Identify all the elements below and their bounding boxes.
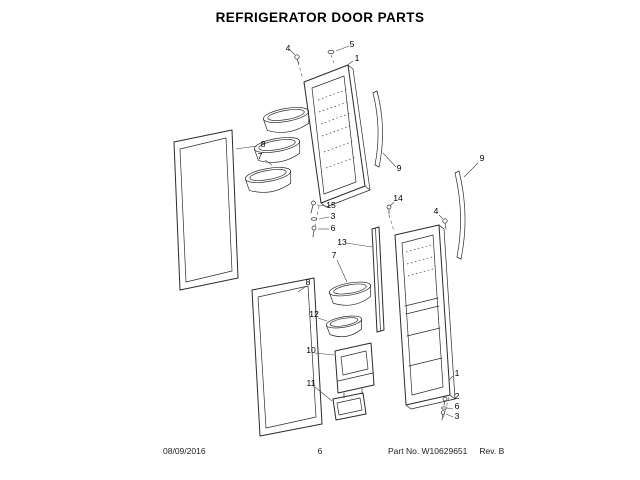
callout-label: 9 (480, 153, 485, 163)
mullion-strip (371, 226, 385, 333)
callout-label: 6 (455, 401, 460, 411)
callouts: 4 5 1 9 8 7 15 3 6 14 9 4 13 7 8 12 10 1… (258, 39, 485, 421)
callout-label: 8 (261, 139, 266, 149)
callout-label: 12 (309, 309, 319, 319)
callout-label: 4 (434, 206, 439, 216)
callout-label: 4 (286, 43, 291, 53)
hinge-fasteners-center (310, 200, 320, 238)
footer-part-info: Part No. W10629651 Rev. B (388, 446, 504, 456)
door-trim-right (454, 170, 466, 260)
leader-lines (235, 45, 479, 418)
door-right-bottom-fasteners (440, 396, 450, 421)
callout-label: 5 (350, 39, 355, 49)
callout-label: 15 (326, 200, 336, 210)
tray-part (332, 392, 367, 421)
callout-label: 9 (397, 163, 402, 173)
door-bins-right (325, 281, 372, 338)
callout-label: 7 (332, 250, 337, 260)
page-title: REFRIGERATOR DOOR PARTS (215, 10, 425, 25)
door-trim-left (372, 90, 383, 168)
refrigerator-door-left (303, 64, 371, 208)
footer-revision: Rev. B (479, 446, 505, 456)
footer: 08/09/2016 6 Part No. W10629651 Rev. B (0, 446, 640, 458)
callout-label: 3 (331, 211, 336, 221)
footer-part-number: Part No. W10629651 (388, 446, 468, 456)
door-gasket-left (173, 129, 239, 291)
bracket-frame (334, 342, 375, 399)
footer-page-number: 6 (317, 446, 323, 456)
callout-label: 7 (258, 151, 263, 161)
refrigerator-door-right (394, 224, 456, 410)
door-left-top-fasteners (294, 50, 335, 80)
door-right-top-screw (442, 218, 448, 230)
callout-label: 11 (307, 378, 316, 388)
callout-label: 6 (331, 223, 336, 233)
callout-label: 10 (306, 345, 316, 355)
callout-label: 13 (337, 237, 347, 247)
callout-label: 14 (393, 193, 403, 203)
door-bins-left (244, 107, 310, 193)
callout-label: 8 (306, 277, 311, 287)
callout-label: 1 (355, 53, 360, 63)
callout-label: 3 (455, 411, 460, 421)
door-gasket-right (251, 277, 323, 437)
footer-date: 08/09/2016 (163, 446, 206, 456)
callout-label: 1 (455, 368, 460, 378)
callout-label: 2 (455, 391, 460, 401)
hinge-pin (386, 204, 395, 232)
